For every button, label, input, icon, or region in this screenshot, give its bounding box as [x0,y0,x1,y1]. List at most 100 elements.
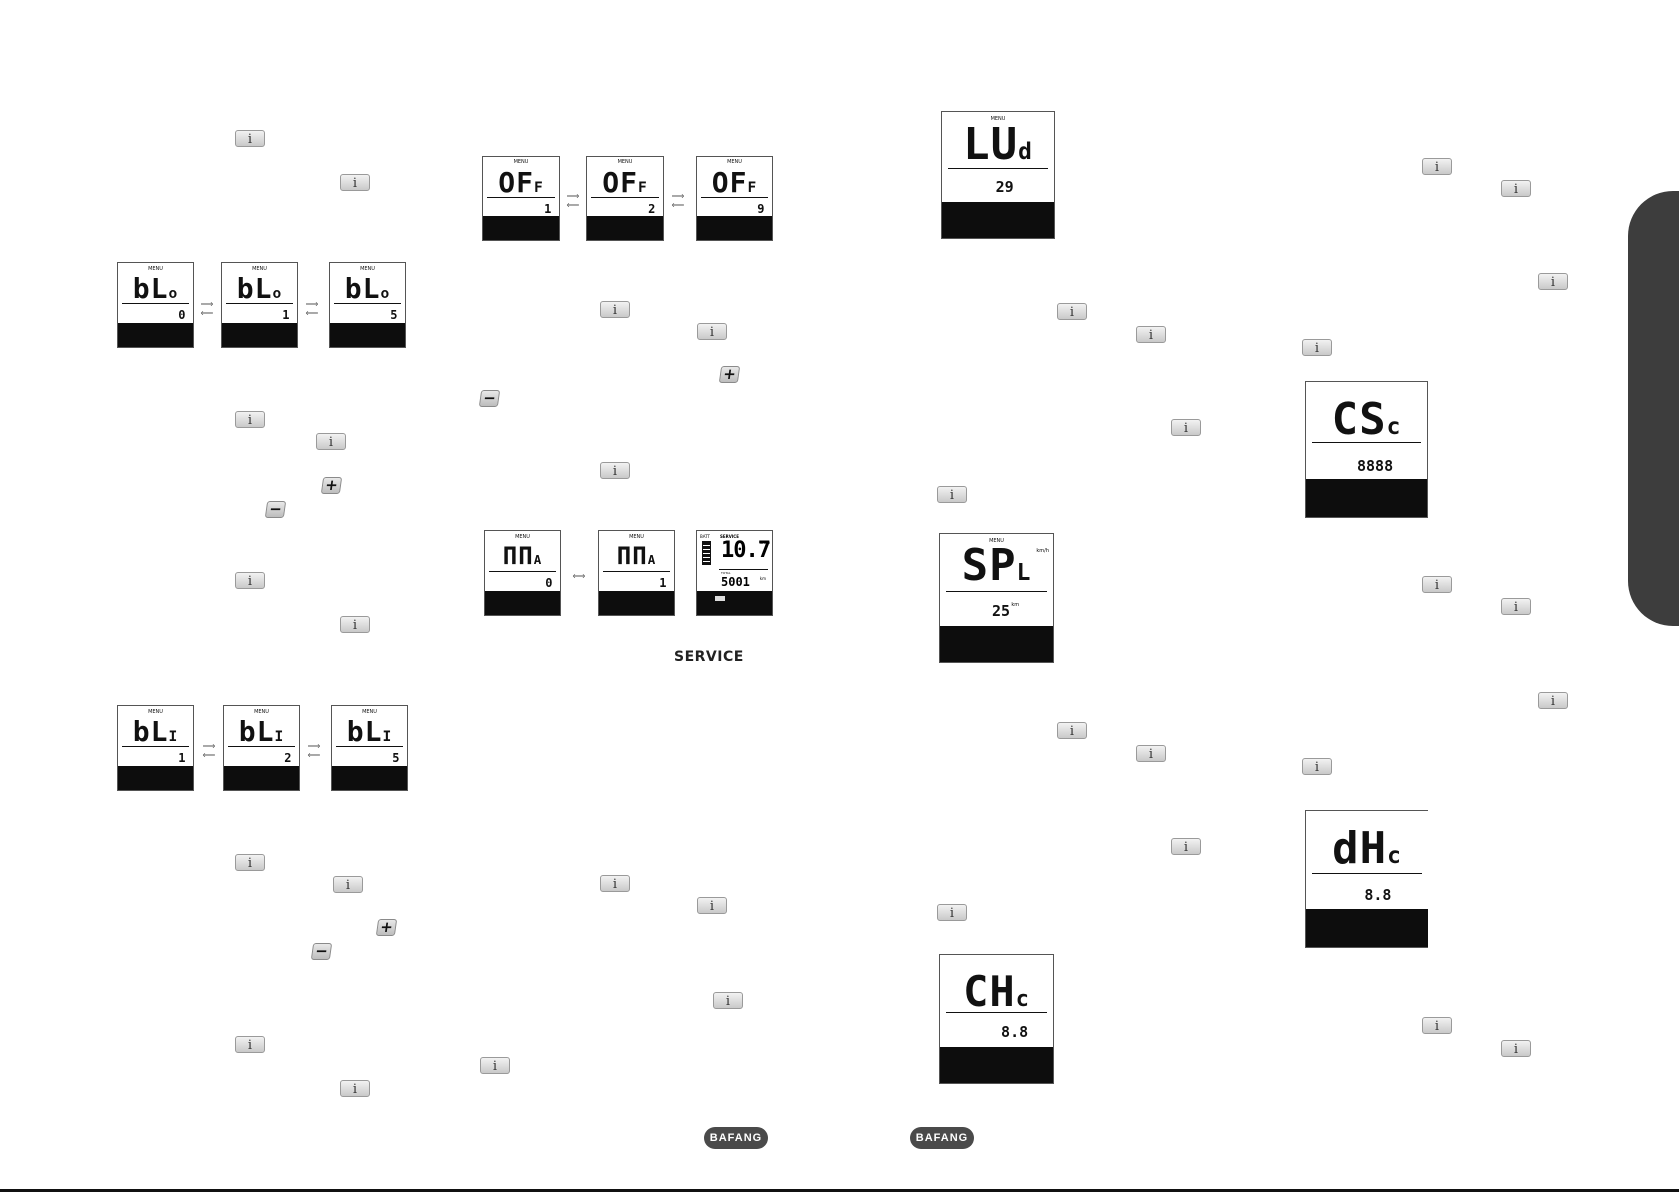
info-button[interactable]: i [600,462,630,479]
value-unit: km [1011,602,1020,608]
lcd-screen-blo-0: MENU bLo 0 [117,262,194,348]
menu-label: MENU [727,159,742,166]
info-button[interactable]: i [340,174,370,191]
battery-label: BATT [700,534,710,539]
minus-button[interactable]: − [264,500,287,518]
info-button[interactable]: i [600,875,630,892]
info-button[interactable]: i [1422,158,1452,175]
menu-label: MENU [362,708,377,715]
info-button[interactable]: i [1501,1040,1531,1057]
minus-button[interactable]: − [478,389,501,407]
speed-value: 10.7 [721,538,771,563]
info-button[interactable]: i [1501,598,1531,615]
lcd-screen-dhc: dHc 8.8 [1305,810,1428,948]
info-button[interactable]: i [937,904,967,921]
info-button[interactable]: i [1057,303,1087,320]
battery-icon [702,541,711,565]
lcd-screen-bli-5: MENU bLI 5 [331,705,408,791]
menu-label: MENU [990,115,1006,122]
arrow-both: ⟺ [572,572,586,582]
lcd-code: dHc [1332,823,1402,874]
info-button[interactable]: i [1302,758,1332,775]
lcd-value: 2 [284,751,292,765]
menu-label: MENU [148,708,163,715]
lcd-code: SPL [961,540,1032,591]
arrow-both: ⟹⟸ [202,742,216,761]
arrow-both: ⟹⟸ [200,300,214,319]
service-heading: SERVICE [674,649,744,665]
plus-button[interactable]: + [320,476,343,494]
lcd-screen-off-1: MENU OFF 1 [482,156,560,241]
page-edge-tab [1628,191,1679,626]
menu-label: MENU [513,159,529,166]
lcd-code: bLo [132,272,179,305]
info-button[interactable]: i [1422,1017,1452,1034]
plus-button[interactable]: + [718,365,741,383]
minus-button[interactable]: − [310,942,333,960]
lcd-screen-mma-0: MENU ΠΠA 0 [484,530,561,616]
lcd-code: bLo [344,272,391,305]
lcd-value: 9 [757,202,765,216]
lcd-code: bLI [346,715,393,748]
lcd-screen-lud: MENU LUd 29 [941,111,1055,239]
info-button[interactable]: i [1501,180,1531,197]
lcd-code: LUd [963,119,1033,170]
info-button[interactable]: i [480,1057,510,1074]
plus-button[interactable]: + [375,918,398,936]
info-button[interactable]: i [235,130,265,147]
info-button[interactable]: i [340,616,370,633]
lcd-screen-main: BATT SERVICE 10.7 km/h TOTAL 5001 km [696,530,773,616]
lcd-value: 0 [545,576,553,590]
bottom-border [0,1189,1679,1192]
lcd-screen-off-9: MENU OFF 9 [696,156,773,241]
info-button[interactable]: i [1302,339,1332,356]
arrow-both: ⟹⟸ [671,192,685,211]
info-button[interactable]: i [1538,273,1568,290]
odo-unit: km [759,576,766,581]
lcd-screen-blo-5: MENU bLo 5 [329,262,406,348]
lcd-code: OFF [498,166,544,199]
arrow-both: ⟹⟸ [307,742,321,761]
info-button[interactable]: i [1136,326,1166,343]
info-button[interactable]: i [1171,419,1201,436]
info-button[interactable]: i [697,897,727,914]
info-button[interactable]: i [235,411,265,428]
info-button[interactable]: i [235,572,265,589]
info-button[interactable]: i [600,301,630,318]
info-button[interactable]: i [713,992,743,1009]
bafang-logo: BAFANG [704,1127,768,1149]
service-label-small: SERVICE [720,534,739,539]
lcd-value: 1 [544,202,552,216]
info-button[interactable]: i [333,876,363,893]
info-button[interactable]: i [937,486,967,503]
info-button[interactable]: i [1136,745,1166,762]
info-button[interactable]: i [235,854,265,871]
lcd-screen-chc: CHc 8.8 [939,954,1054,1084]
lcd-value: 8.8 [1001,1023,1029,1041]
info-button[interactable]: i [340,1080,370,1097]
menu-label: MENU [617,159,633,166]
lcd-value: 2 [648,202,656,216]
menu-label: MENU [360,265,375,272]
lcd-code: OFF [711,166,758,199]
info-button[interactable]: i [1057,722,1087,739]
info-button[interactable]: i [1422,576,1452,593]
speed-unit: km/h [759,540,770,545]
info-button[interactable]: i [1171,838,1201,855]
info-button[interactable]: i [1538,692,1568,709]
menu-label: MENU [515,533,530,540]
lcd-code: ΠΠA [502,542,543,570]
lcd-code: OFF [602,166,648,199]
info-button[interactable]: i [235,1036,265,1053]
lcd-screen-bli-2: MENU bLI 2 [223,705,300,791]
info-button[interactable]: i [316,433,346,450]
lcd-screen-off-2: MENU OFF 2 [586,156,664,241]
total-label: TOTAL [721,571,731,575]
menu-label: MENU [629,533,644,540]
lcd-screen-bli-1: MENU bLI 1 [117,705,194,791]
lcd-screen-csc: CSc 8888 [1305,381,1428,518]
lcd-value: 8888 [1357,457,1394,475]
info-button[interactable]: i [697,323,727,340]
speed-unit: km/h [1036,548,1049,554]
lcd-value: 8.8 [1364,886,1392,904]
